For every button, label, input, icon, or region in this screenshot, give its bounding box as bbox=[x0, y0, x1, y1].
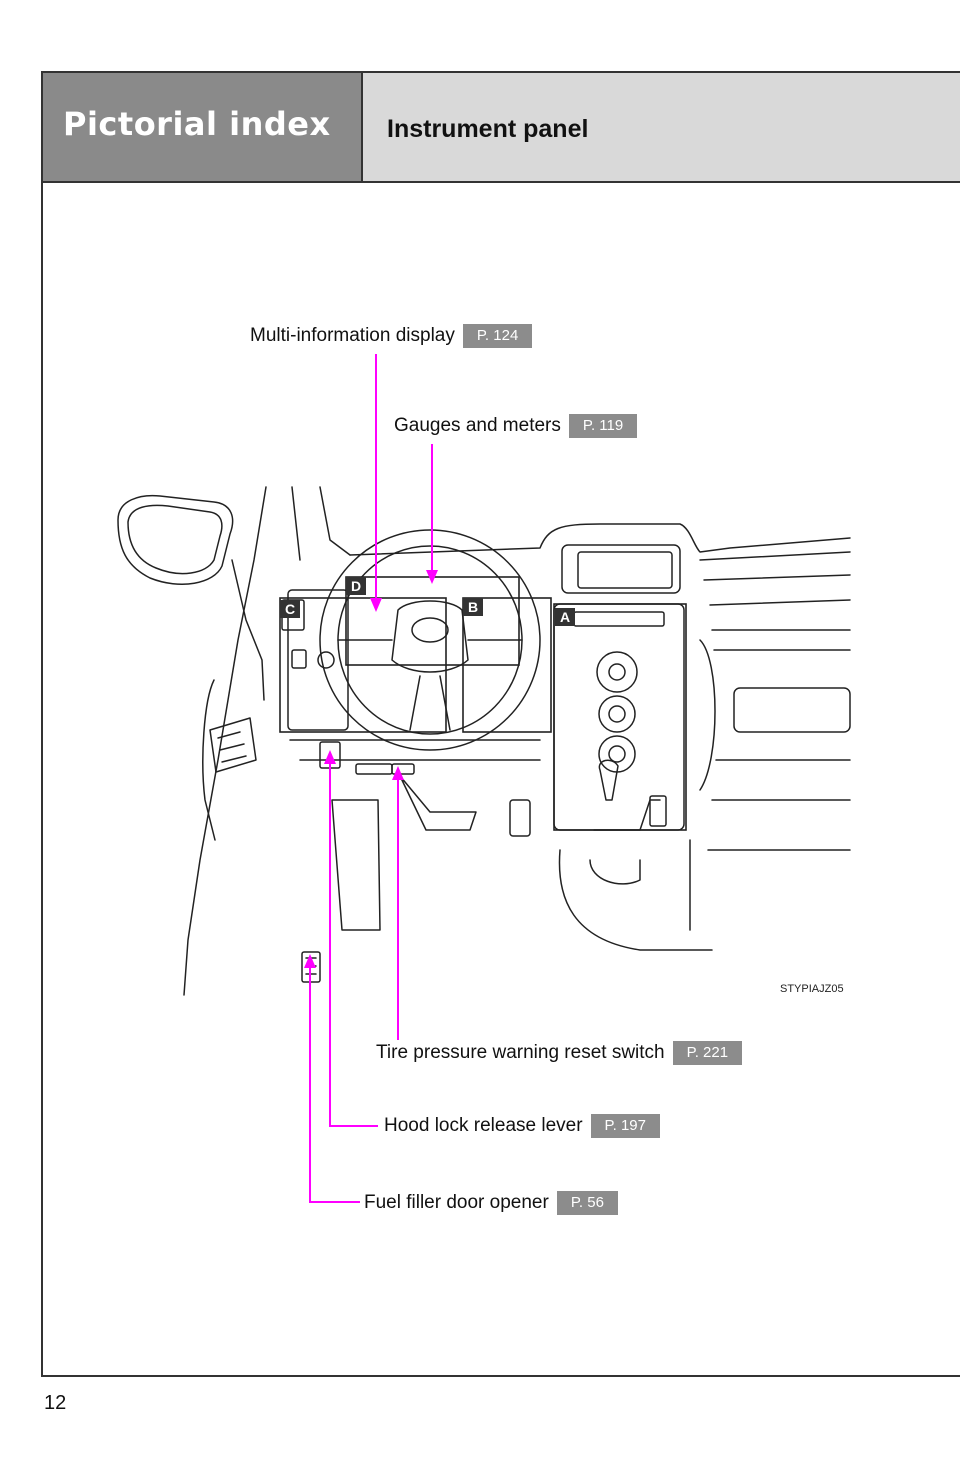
region-c-box bbox=[279, 597, 447, 733]
marker-c bbox=[280, 600, 300, 618]
page-ref-badge[interactable]: P. 221 bbox=[672, 1041, 743, 1065]
page-ref-badge[interactable]: P. 197 bbox=[590, 1114, 660, 1138]
marker-a bbox=[555, 608, 575, 626]
page-header: Pictorial index Instrument panel bbox=[43, 73, 960, 183]
callout-fuel-filler-door-opener[interactable]: Fuel filler door opener P. 56 bbox=[364, 1191, 618, 1215]
side-mirror bbox=[117, 494, 234, 585]
callout-multi-information-display[interactable]: Multi-information display P. 124 bbox=[250, 324, 533, 348]
section-tab: Pictorial index bbox=[43, 73, 363, 183]
marker-d bbox=[346, 577, 366, 595]
section-title: Pictorial index bbox=[63, 105, 331, 143]
leader-hood-lock bbox=[329, 758, 378, 1127]
marker-c-label: C bbox=[285, 601, 295, 617]
marker-b-label: B bbox=[468, 599, 478, 615]
marker-d-label: D bbox=[351, 578, 361, 594]
leader-fuel-filler bbox=[309, 962, 360, 1203]
arrowhead-multi-info bbox=[370, 598, 382, 612]
page-ref-badge[interactable]: P. 119 bbox=[568, 414, 638, 438]
header-bar: Instrument panel bbox=[363, 73, 960, 183]
callout-gauges-and-meters[interactable]: Gauges and meters P. 119 bbox=[394, 414, 638, 438]
callout-label: Multi-information display bbox=[250, 325, 455, 346]
page-ref-badge[interactable]: P. 56 bbox=[556, 1191, 618, 1215]
page-ref-badge[interactable]: P. 124 bbox=[462, 324, 533, 348]
header-divider bbox=[43, 181, 363, 183]
marker-a-label: A bbox=[560, 609, 570, 625]
region-b-box bbox=[462, 597, 552, 733]
callout-label: Hood lock release lever bbox=[384, 1115, 583, 1136]
arrowhead-hood-lock bbox=[324, 750, 336, 764]
page-title: Instrument panel bbox=[387, 115, 589, 143]
callout-label: Fuel filler door opener bbox=[364, 1192, 549, 1213]
region-d-box bbox=[345, 576, 520, 666]
callout-label: Gauges and meters bbox=[394, 415, 561, 436]
arrowhead-tire-pressure bbox=[392, 766, 404, 780]
arrowhead-gauges bbox=[426, 570, 438, 584]
callout-tire-pressure-reset-switch[interactable]: Tire pressure warning reset switch P. 22… bbox=[376, 1041, 743, 1065]
region-a-box bbox=[553, 603, 687, 831]
callout-hood-lock-release-lever[interactable]: Hood lock release lever P. 197 bbox=[384, 1114, 660, 1138]
callout-label: Tire pressure warning reset switch bbox=[376, 1042, 665, 1063]
marker-b bbox=[463, 598, 483, 616]
page-number: 12 bbox=[44, 1392, 67, 1414]
page-frame: Pictorial index Instrument panel bbox=[41, 71, 960, 1377]
illustration-code: STYPIAJZ05 bbox=[780, 983, 844, 995]
arrowhead-fuel-filler bbox=[304, 954, 316, 968]
